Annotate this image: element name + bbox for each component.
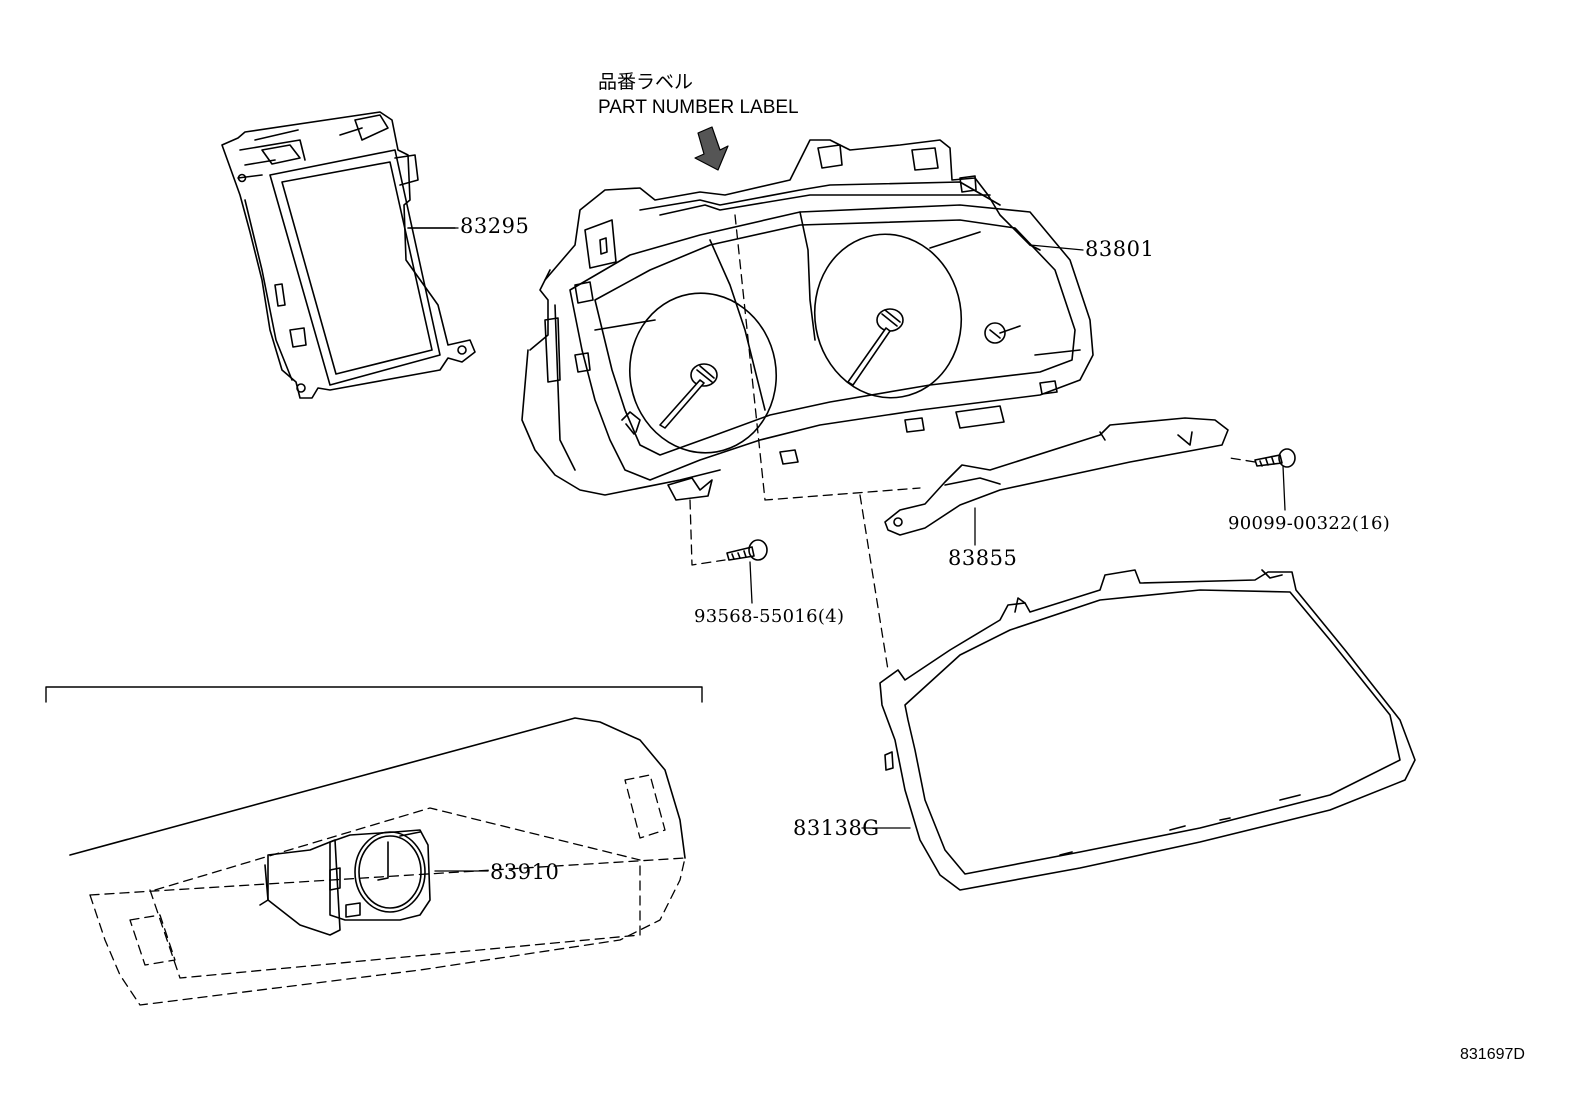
assembly-dashed-lines [689, 214, 1256, 671]
combination-meter-83801-drawing [521, 139, 1094, 501]
part-number-83138g[interactable]: 83138G [793, 816, 880, 840]
lens-cover-83138g-drawing [879, 569, 1416, 891]
part-leader-lines [409, 227, 1286, 872]
screw-90099-drawing [1254, 448, 1296, 468]
screw-93568-drawing [726, 539, 768, 561]
part-number-90099-00322[interactable]: 90099-00322(16) [1228, 513, 1391, 534]
inset-bracket-frame [45, 686, 703, 703]
part-number-93568-55016[interactable]: 93568-55016(4) [694, 606, 845, 627]
part-number-83910[interactable]: 83910 [490, 860, 560, 884]
part-number-83855[interactable]: 83855 [948, 546, 1018, 570]
clock-83910-drawing [69, 717, 686, 1006]
part-number-label-japanese: 品番ラベル [598, 72, 694, 93]
display-module-83295-drawing [221, 111, 476, 399]
part-number-83295[interactable]: 83295 [460, 214, 530, 238]
diagram-reference-code: 831697D [1460, 1046, 1525, 1063]
part-number-label-english: PART NUMBER LABEL [598, 97, 799, 118]
bracket-83855-drawing [884, 417, 1229, 536]
part-number-label-arrow [694, 126, 729, 171]
part-number-83801[interactable]: 83801 [1085, 237, 1155, 261]
